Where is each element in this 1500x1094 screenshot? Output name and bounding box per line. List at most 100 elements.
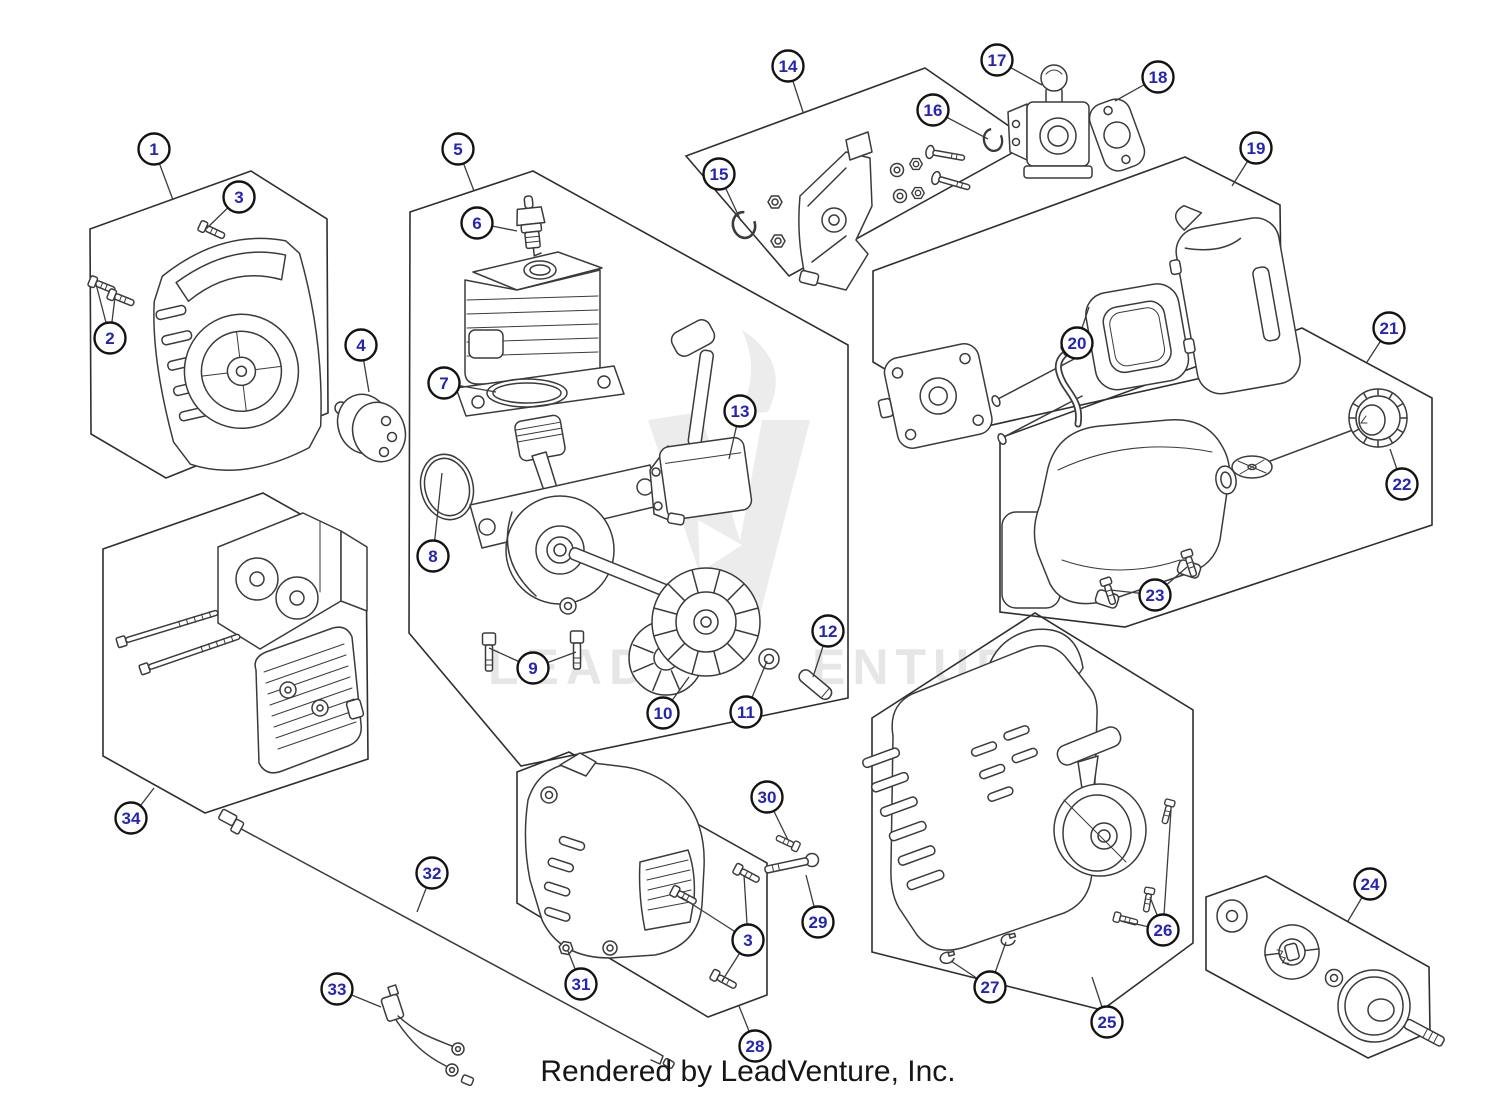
callout-5[interactable]: 5 <box>441 132 475 192</box>
callout-9[interactable]: 9 <box>488 647 577 685</box>
callout-circle[interactable] <box>222 180 256 214</box>
callout-16[interactable]: 16 <box>916 93 989 140</box>
callout-circle[interactable] <box>980 43 1014 77</box>
callout-number: 25 <box>1098 1013 1117 1032</box>
callout-13[interactable]: 13 <box>723 394 757 460</box>
callout-circle[interactable] <box>137 132 171 166</box>
callout-circle[interactable] <box>93 321 127 355</box>
callout-8[interactable]: 8 <box>416 472 450 573</box>
callout-10[interactable]: 10 <box>646 676 690 730</box>
callout-circle[interactable] <box>702 157 736 191</box>
callout-11[interactable]: 11 <box>729 660 768 729</box>
callout-33[interactable]: 33 <box>320 972 382 1008</box>
callout-circle[interactable] <box>1090 1005 1124 1039</box>
fuel-tank-assembly-box <box>999 327 1433 628</box>
callout-2[interactable]: 2 <box>93 283 127 355</box>
fuel-cap-retainer <box>1231 424 1367 479</box>
clutch-cover-assembly-box <box>516 751 768 1018</box>
callout-number: 31 <box>572 975 591 994</box>
callout-number: 33 <box>328 980 347 999</box>
callout-circle[interactable] <box>723 394 757 428</box>
callout-circle[interactable] <box>1353 867 1387 901</box>
callout-23[interactable]: 23 <box>1109 566 1188 612</box>
callout-circle[interactable] <box>916 93 950 127</box>
callout-circle[interactable] <box>114 801 148 835</box>
callout-circle[interactable] <box>1060 326 1094 360</box>
callout-circle[interactable] <box>516 651 550 685</box>
callout-12[interactable]: 12 <box>811 614 845 678</box>
flywheel-pin <box>798 669 833 701</box>
clutch-washer <box>1216 899 1248 933</box>
callout-circle[interactable] <box>729 695 763 729</box>
callout-20[interactable]: 20 <box>1060 306 1094 360</box>
callout-number: 1 <box>149 140 158 159</box>
callout-7[interactable]: 7 <box>427 366 497 400</box>
callout-number: 17 <box>988 51 1007 70</box>
callout-28[interactable]: 28 <box>738 1005 772 1063</box>
callout-number: 3 <box>234 188 243 207</box>
flywheel-washer <box>758 648 780 670</box>
callout-circle[interactable] <box>1138 578 1172 612</box>
callout-number: 10 <box>654 704 673 723</box>
callout-circle[interactable] <box>731 923 765 957</box>
retaining-ring-15 <box>731 210 757 240</box>
callout-circle[interactable] <box>1385 467 1419 501</box>
callout-circle[interactable] <box>801 905 835 939</box>
callout-3[interactable]: 3 <box>680 874 765 982</box>
callout-22[interactable]: 22 <box>1385 448 1419 501</box>
air-filter-backplate <box>877 343 993 449</box>
callout-circle[interactable] <box>973 970 1007 1004</box>
crankcase-ring <box>419 453 475 521</box>
callout-number: 15 <box>710 165 729 184</box>
callout-circle[interactable] <box>344 328 378 362</box>
callout-circle[interactable] <box>771 49 805 83</box>
callout-29[interactable]: 29 <box>801 874 835 939</box>
engine-assembly <box>862 628 1147 951</box>
spark-plug <box>516 195 546 257</box>
callout-number: 29 <box>809 913 828 932</box>
callout-circle[interactable] <box>646 696 680 730</box>
callout-circle[interactable] <box>416 539 450 573</box>
callout-34[interactable]: 34 <box>114 787 155 835</box>
callout-circle[interactable] <box>460 206 494 240</box>
shortblock-assembly-box <box>408 170 849 767</box>
callout-26[interactable]: 26 <box>1121 809 1180 947</box>
callout-circle[interactable] <box>1146 913 1180 947</box>
callout-17[interactable]: 17 <box>980 43 1043 86</box>
callout-circle[interactable] <box>750 780 784 814</box>
cylinder <box>455 251 625 417</box>
callout-circle[interactable] <box>441 132 475 166</box>
callout-circle[interactable] <box>1372 311 1406 345</box>
callout-21[interactable]: 21 <box>1366 311 1406 363</box>
callout-25[interactable]: 25 <box>1090 976 1124 1039</box>
callout-15[interactable]: 15 <box>702 157 742 222</box>
callout-31[interactable]: 31 <box>564 950 598 1001</box>
rendered-by-caption: Rendered by LeadVenture, Inc. <box>540 1055 955 1088</box>
callout-19[interactable]: 19 <box>1231 131 1273 187</box>
callout-circle[interactable] <box>1141 60 1175 94</box>
callout-27[interactable]: 27 <box>950 941 1007 1004</box>
callout-circle[interactable] <box>415 856 449 890</box>
callout-circle[interactable] <box>564 967 598 1001</box>
callout-number: 11 <box>737 703 755 722</box>
callout-number: 19 <box>1247 139 1266 158</box>
callout-circle[interactable] <box>1239 131 1273 165</box>
callout-circle[interactable] <box>320 972 354 1006</box>
air-filter-screws <box>991 357 1083 445</box>
callout-24[interactable]: 24 <box>1347 867 1387 922</box>
callout-30[interactable]: 30 <box>750 780 789 841</box>
callout-number: 6 <box>472 214 481 233</box>
callout-number: 18 <box>1149 68 1168 87</box>
callout-18[interactable]: 18 <box>1114 60 1175 102</box>
callout-32[interactable]: 32 <box>415 856 449 913</box>
callout-4[interactable]: 4 <box>344 328 378 393</box>
callout-circle[interactable] <box>811 614 845 648</box>
callout-circle[interactable] <box>738 1029 772 1063</box>
callout-6[interactable]: 6 <box>460 206 518 240</box>
callout-1[interactable]: 1 <box>137 132 174 201</box>
callout-circle[interactable] <box>427 366 461 400</box>
callout-14[interactable]: 14 <box>771 49 805 113</box>
callout-3[interactable]: 3 <box>205 180 256 230</box>
watermark-text-left: LEAD <box>488 639 652 695</box>
